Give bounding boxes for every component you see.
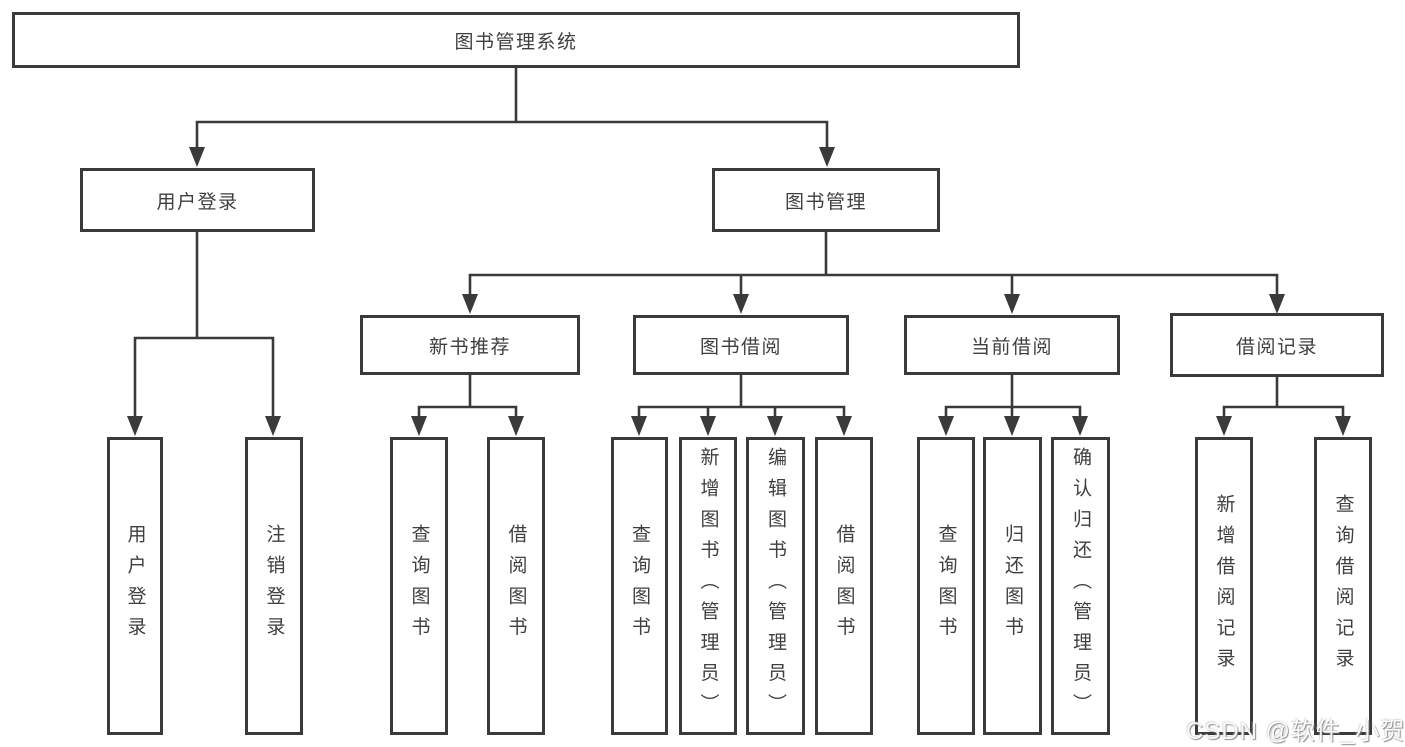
node-user-login: 用户登录: [80, 168, 315, 232]
leaf-label: 查询借阅记录: [1332, 493, 1354, 679]
leaf-records-add-record: 新增借阅记录: [1195, 437, 1253, 735]
tree-connectors: [133, 66, 1345, 422]
leaf-current-query-books: 查询图书: [917, 437, 975, 735]
arrow-down-icon: [265, 416, 281, 436]
arrow-down-icon: [1004, 416, 1020, 436]
leaf-label: 确认归还（管理员）: [1070, 447, 1091, 725]
leaf-borrow-query-books: 查询图书: [611, 437, 668, 735]
arrow-down-icon: [508, 416, 524, 436]
arrow-down-icon: [631, 416, 647, 436]
leaf-borrow-borrow-books: 借阅图书: [815, 437, 873, 735]
leaf-newbook-query-books: 查询图书: [390, 437, 448, 735]
arrow-down-icon: [1072, 416, 1088, 436]
leaf-user-login: 用户登录: [107, 437, 163, 735]
leaf-current-return-books: 归还图书: [983, 437, 1042, 735]
node-current-borrowing: 当前借阅: [904, 315, 1120, 375]
arrow-down-icon: [700, 416, 716, 436]
leaf-label: 编辑图书（管理员）: [765, 447, 786, 725]
node-library-management-system: 图书管理系统: [12, 12, 1020, 68]
leaf-borrow-add-books-admin: 新增图书（管理员）: [679, 437, 737, 735]
leaf-label: 新增图书（管理员）: [697, 447, 719, 725]
leaf-label: 查询图书: [629, 524, 650, 648]
arrow-down-icon: [938, 416, 954, 436]
arrow-down-icon: [1004, 294, 1020, 314]
leaf-records-query-record: 查询借阅记录: [1314, 437, 1372, 735]
leaf-label: 借阅图书: [505, 524, 527, 648]
leaf-label: 归还图书: [1002, 524, 1023, 648]
arrow-down-icon: [767, 416, 783, 436]
arrow-down-icon: [1269, 294, 1285, 314]
leaf-label: 新增借阅记录: [1213, 493, 1235, 679]
leaf-label: 查询图书: [408, 524, 430, 648]
node-book-borrowing: 图书借阅: [633, 315, 849, 375]
arrow-down-icon: [1335, 416, 1351, 436]
arrow-down-icon: [189, 147, 205, 167]
leaf-current-confirm-return-admin: 确认归还（管理员）: [1051, 437, 1110, 735]
arrow-down-icon: [1216, 416, 1232, 436]
node-book-management: 图书管理: [712, 168, 940, 232]
leaf-label: 借阅图书: [833, 524, 855, 648]
leaf-label: 注销登录: [263, 524, 285, 648]
leaf-borrow-edit-books-admin: 编辑图书（管理员）: [746, 437, 805, 735]
leaf-label: 用户登录: [124, 524, 146, 648]
arrow-down-icon: [819, 147, 835, 167]
arrow-down-icon: [411, 416, 427, 436]
node-borrowing-records: 借阅记录: [1170, 313, 1384, 377]
arrow-down-icon: [127, 416, 143, 436]
arrow-down-icon: [836, 416, 852, 436]
arrowhead-icons: [127, 147, 1351, 436]
leaf-logout: 注销登录: [245, 437, 303, 735]
leaf-label: 查询图书: [935, 524, 957, 648]
node-new-book-recommend: 新书推荐: [360, 315, 580, 375]
arrow-down-icon: [462, 294, 478, 314]
leaf-newbook-borrow-books: 借阅图书: [487, 437, 545, 735]
arrow-down-icon: [733, 294, 749, 314]
csdn-watermark: CSDN @软件_小贺同学: [1186, 718, 1405, 745]
